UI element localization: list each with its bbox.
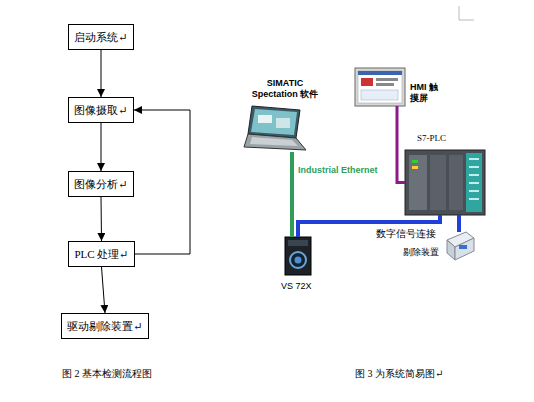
- network-label: Industrial Ethernet: [297, 165, 379, 175]
- figure-caption: 图 3 为系统简易图↵: [355, 367, 443, 381]
- flow-arrow: [134, 110, 190, 254]
- plc-node: S7-PLC: [405, 150, 485, 215]
- laptop-node: SIMATIC Spectation 软件: [245, 105, 306, 152]
- camera-illustration: [285, 237, 311, 275]
- process-box: 驱动剔除装置↵: [61, 313, 149, 339]
- rejection-device-illustration: [447, 232, 474, 260]
- cable: [290, 152, 294, 237]
- box-text: PLC 处理↵: [74, 247, 128, 262]
- device-label: S7-PLC: [417, 133, 446, 143]
- figure-caption: 图 2 基本检测流程图: [62, 367, 152, 381]
- flow-arrow: [102, 267, 106, 313]
- hmi-node: HMI 触摸屏: [355, 68, 405, 106]
- process-box: 启动系统↵: [68, 24, 134, 50]
- hmi-illustration: [355, 68, 405, 106]
- process-box: PLC 处理↵: [68, 241, 135, 267]
- device-label: HMI 触摸屏: [410, 82, 444, 104]
- device-label: VS 72X: [281, 281, 312, 291]
- process-box: 图像分析↵: [68, 171, 134, 197]
- camera-node: VS 72X: [285, 237, 311, 275]
- box-text: 启动系统↵: [74, 30, 127, 45]
- signal-label: 数字信号连接: [376, 227, 436, 241]
- device-label: 剔除装置: [403, 246, 439, 259]
- flow-arrow: [101, 197, 103, 241]
- corner-mark: [459, 6, 474, 20]
- plc-illustration: [405, 150, 485, 215]
- cable: [457, 215, 461, 232]
- box-text: 驱动剔除装置↵: [67, 319, 142, 334]
- flow-arrow: [101, 123, 102, 171]
- flow-arrow: [101, 50, 102, 97]
- box-text: 图像分析↵: [74, 177, 127, 192]
- cable: [397, 106, 405, 183]
- laptop-illustration: [244, 106, 306, 150]
- box-text: 图像摄取↵: [74, 103, 127, 118]
- rejection-device-node: 剔除装置: [445, 232, 475, 260]
- process-box: 图像摄取↵: [68, 97, 134, 123]
- device-label: SIMATIC Spectation 软件: [248, 78, 322, 100]
